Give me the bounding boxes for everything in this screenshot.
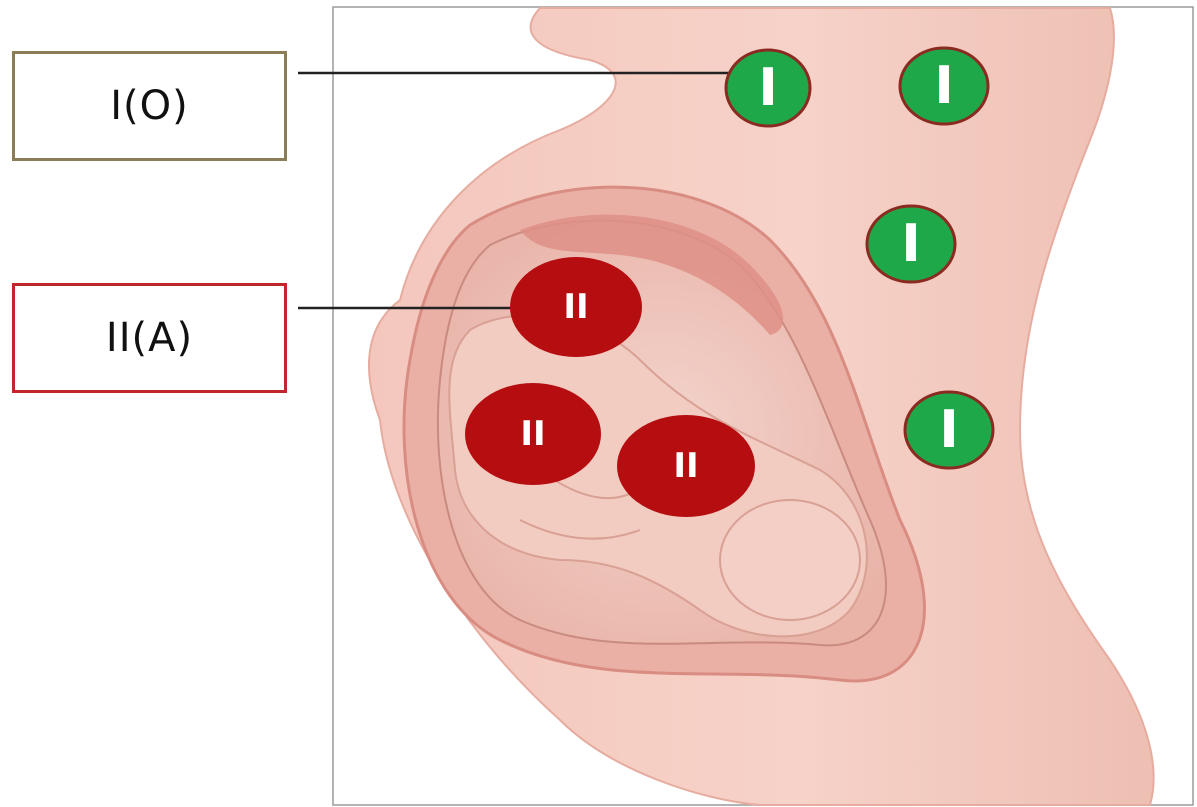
blood-group-a-text: II(A) <box>106 315 193 361</box>
blood-group-o-label: I(O) <box>12 51 287 161</box>
svg-text:II: II <box>520 414 545 454</box>
marker-type-ii: II <box>510 257 642 357</box>
marker-type-i: I <box>867 206 955 282</box>
fetus-head <box>720 500 860 620</box>
marker-type-ii: II <box>465 383 601 485</box>
marker-type-i: I <box>726 50 810 126</box>
svg-text:II: II <box>563 287 588 327</box>
marker-type-i: I <box>905 392 993 468</box>
blood-group-a-label: II(A) <box>12 283 287 393</box>
svg-text:I: I <box>939 400 958 460</box>
blood-group-o-text: I(O) <box>110 83 189 129</box>
svg-text:I: I <box>901 214 920 274</box>
svg-text:I: I <box>934 56 953 116</box>
marker-type-i: I <box>900 48 988 124</box>
marker-type-ii: II <box>617 415 755 517</box>
svg-text:II: II <box>673 446 698 486</box>
svg-text:I: I <box>758 58 777 118</box>
